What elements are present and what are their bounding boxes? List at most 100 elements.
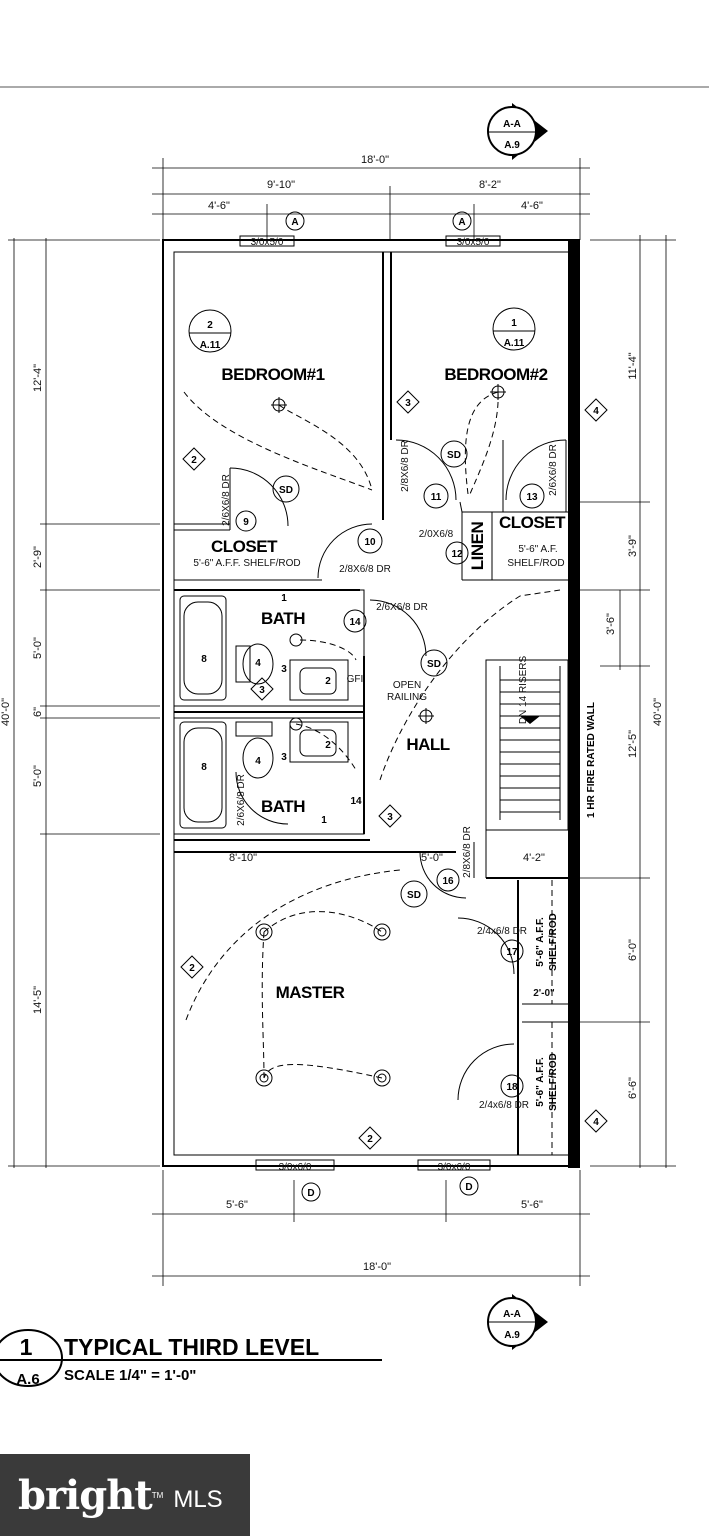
logo-wordmark: bright	[18, 1471, 153, 1519]
svg-text:A.11: A.11	[504, 338, 525, 349]
svg-text:4: 4	[593, 406, 599, 417]
door-label-11: 2/8X6/8 DR	[400, 440, 411, 492]
dim-left-overall: 40'-0"	[0, 698, 12, 726]
svg-text:1: 1	[511, 318, 517, 329]
tag-12: 12	[445, 541, 469, 565]
dim-left-6: 14'-5"	[32, 986, 44, 1014]
note-shelf-master-closet2-b: SHELF/ROD	[548, 1053, 559, 1111]
bottom-dimensions: 5'-6" 5'-6" 18'-0"	[152, 1170, 590, 1286]
svg-text:13: 13	[526, 492, 538, 503]
smoke-detector-2: SD	[440, 440, 468, 468]
interior-walls	[173, 252, 570, 1155]
room-label-closet2: CLOSET	[499, 513, 566, 532]
door-swings	[229, 439, 567, 1101]
wall-tag-4-bedroom2: 4	[584, 398, 608, 422]
wall-tag-4-master: 4	[584, 1109, 608, 1133]
window-4: 3/0x6/0	[417, 1159, 491, 1173]
svg-text:SD: SD	[407, 890, 421, 901]
window-2: 3/0x5/0	[445, 235, 501, 248]
dim-top-right: 8'-2"	[479, 179, 501, 191]
svg-text:D: D	[307, 1188, 314, 1199]
room-label-bath1: BATH	[261, 609, 305, 628]
light-fixtures	[255, 384, 506, 1087]
smoke-detector-4: SD	[400, 880, 428, 908]
wall-tag-3-bath: 3	[250, 677, 274, 701]
svg-text:11: 11	[431, 492, 442, 503]
room-label-hall: HALL	[406, 735, 449, 754]
dim-right-overall: 40'-0"	[652, 698, 664, 726]
window-1: 3/0x5/0	[239, 235, 295, 248]
wall-tag-3-hall: 3	[378, 804, 402, 828]
svg-text:3: 3	[259, 685, 265, 696]
svg-text:2: 2	[207, 320, 213, 331]
svg-text:3/0x6/0: 3/0x6/0	[438, 1162, 471, 1173]
note-shelf-closet2-b: SHELF/ROD	[507, 558, 564, 569]
wall-tag-2-bedroom1: 2	[182, 447, 206, 471]
svg-text:A.11: A.11	[200, 340, 221, 351]
electrical-wiring	[183, 391, 561, 1079]
tag-17: 17	[500, 939, 524, 963]
dim-bottom-overall: 18'-0"	[363, 1261, 391, 1273]
note-gfi: GFI	[347, 674, 364, 685]
grid-marker-d-left: D	[301, 1182, 321, 1202]
svg-text:14: 14	[349, 617, 361, 628]
dim-right-6: 6'-6"	[627, 1077, 639, 1099]
dim-top-overall: 18'-0"	[361, 154, 389, 166]
svg-text:2: 2	[367, 1134, 373, 1145]
svg-text:SD: SD	[447, 450, 461, 461]
section-marker-top: A-A A.9	[487, 103, 548, 160]
note-shelf-closet1: 5'-6" A.F.F. SHELF/ROD	[193, 558, 300, 569]
tag-18: 18	[500, 1074, 524, 1098]
window-3: 3/0x6/0	[255, 1159, 335, 1173]
door-label-bath2: 2/6X6/8 DR	[236, 774, 247, 826]
room-label-closet1: CLOSET	[211, 537, 278, 556]
room-label-linen: LINEN	[468, 522, 487, 571]
svg-text:2: 2	[191, 455, 197, 466]
dim-right-5: 6'-0"	[627, 939, 639, 961]
svg-text:9: 9	[243, 517, 249, 528]
section-marker-bottom: A-A A.9	[487, 1294, 548, 1350]
logo-trademark: TM	[151, 1490, 164, 1500]
tag-wc-1: 4	[255, 658, 261, 669]
dim-right-3: 3'-6"	[605, 613, 617, 635]
smoke-detector-1: SD	[272, 475, 300, 503]
svg-text:4: 4	[593, 1117, 599, 1128]
stair-label: DN 14 RISERS	[518, 655, 529, 724]
section-label: A-A	[503, 1309, 521, 1320]
dim-right-2: 3'-9"	[627, 535, 639, 557]
tag-fixture-1-bottom: 1	[321, 815, 327, 826]
wall-tag-2-master-bottom: 2	[358, 1126, 382, 1150]
bath-fixtures	[179, 595, 349, 829]
wall-tag-2-master: 2	[180, 955, 204, 979]
dim-bottom-right: 5'-6"	[521, 1199, 543, 1211]
tag-10: 10	[357, 528, 383, 554]
door-label-9: 2/6X6/8 DR	[221, 474, 232, 526]
dim-left-5: 5'-0"	[32, 765, 44, 787]
tag-14: 14	[343, 609, 367, 633]
tag-lav-1: 2	[325, 676, 331, 687]
title-name: TYPICAL THIRD LEVEL	[64, 1334, 319, 1360]
svg-text:16: 16	[442, 876, 454, 887]
svg-text:3/0x5/0: 3/0x5/0	[457, 237, 490, 248]
door-label-10: 2/8X6/8 DR	[339, 564, 391, 575]
tag-fixture-3-bottom: 3	[281, 752, 287, 763]
tag-16: 16	[436, 868, 460, 892]
section-sheet-label: A.9	[504, 140, 520, 151]
section-sheet-label: A.9	[504, 1330, 520, 1341]
dim-top-sub-right: 4'-6"	[521, 200, 543, 212]
note-open-railing-b: RAILING	[387, 692, 427, 703]
top-dimensions: 18'-0" 9'-10" 8'-2" 4'-6" 4'-6"	[152, 154, 590, 240]
svg-text:3/0x6/0: 3/0x6/0	[279, 1162, 312, 1173]
svg-text:2: 2	[189, 963, 195, 974]
tag-11: 11	[423, 483, 449, 509]
wall-tag-3-bedroom: 3	[396, 390, 420, 414]
smoke-detector-3: SD	[420, 649, 448, 677]
door-label-12: 2/0X6/8	[419, 529, 454, 540]
door-label-17: 2/4x6/8 DR	[477, 926, 527, 937]
room-label-bath2: BATH	[261, 797, 305, 816]
title-scale: SCALE 1/4" = 1'-0"	[64, 1367, 196, 1384]
svg-text:3: 3	[387, 812, 393, 823]
dim-bottom-left: 5'-6"	[226, 1199, 248, 1211]
tag-wc-2: 4	[255, 756, 261, 767]
